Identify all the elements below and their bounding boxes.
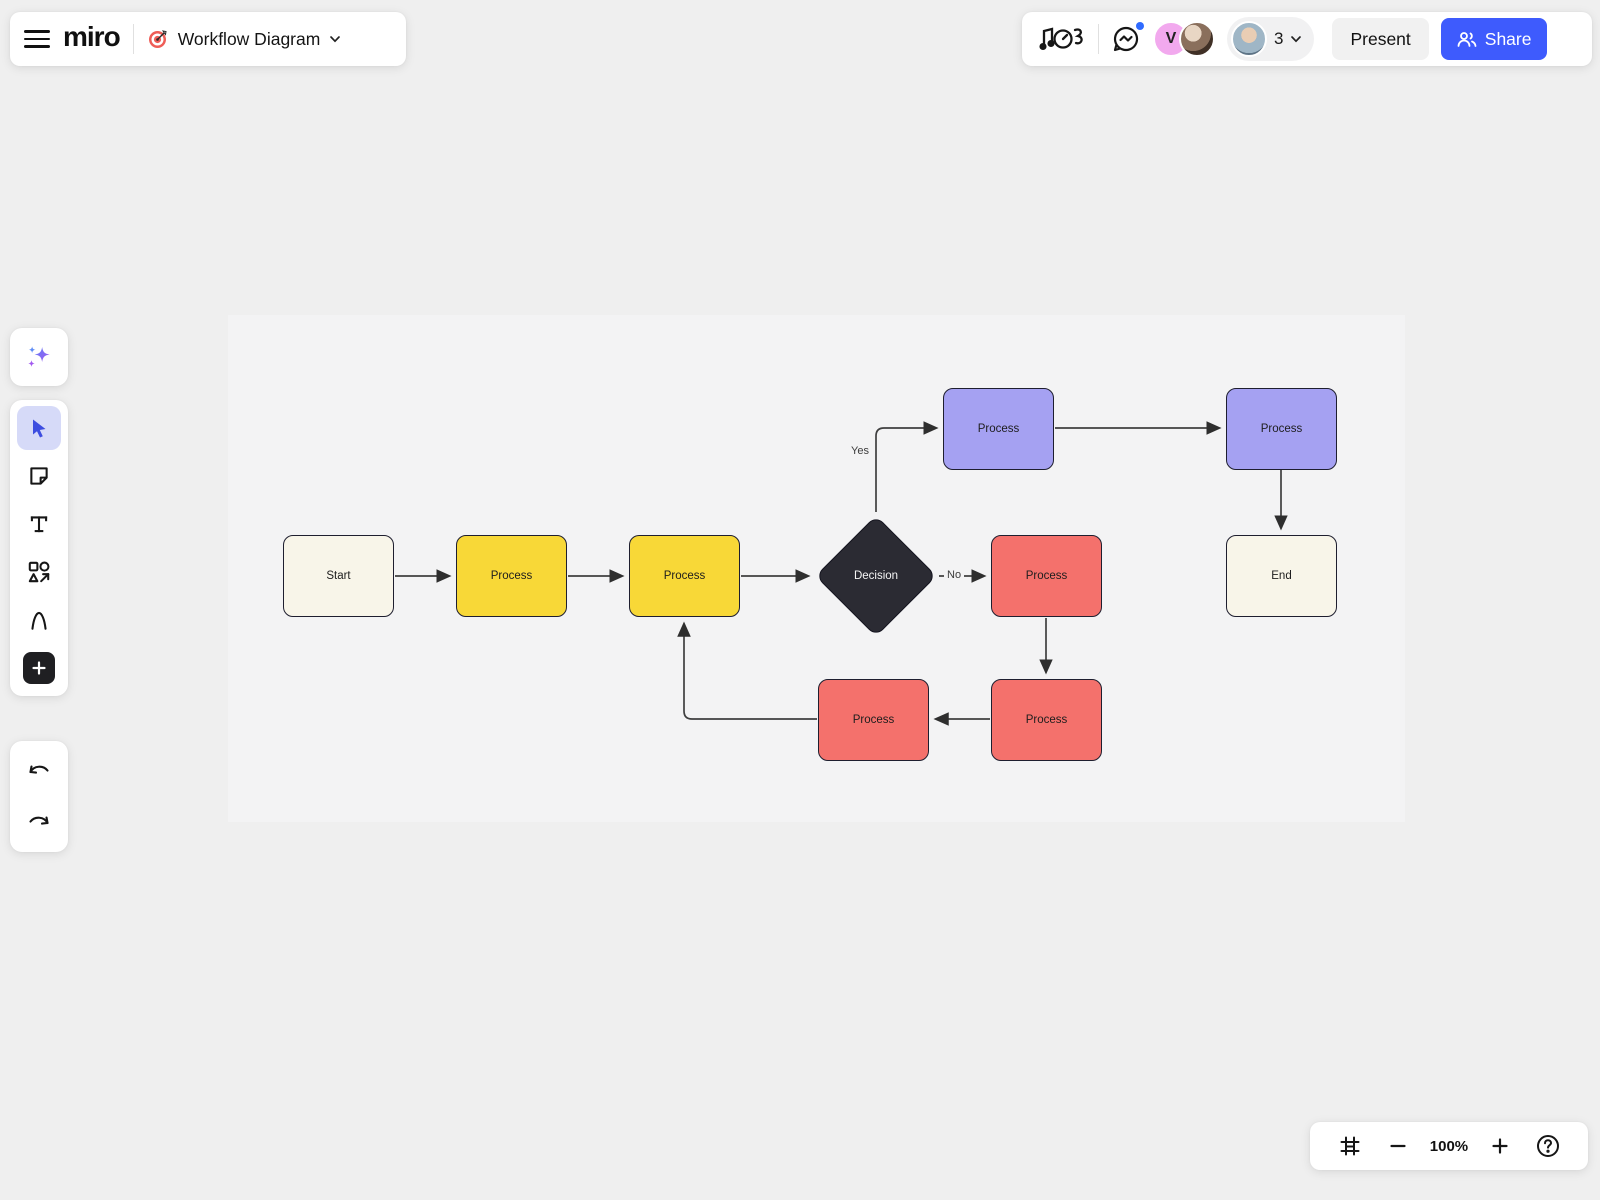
share-label: Share — [1484, 28, 1532, 49]
connector-red3-process2[interactable] — [677, 621, 817, 720]
connector-decision-yes[interactable] — [875, 421, 939, 512]
dartboard-icon — [148, 30, 167, 48]
sticky-note-tool[interactable] — [17, 454, 61, 498]
avatar-photo-2 — [1231, 21, 1267, 57]
flow-node-process-no-3[interactable]: Process — [818, 679, 929, 761]
main-toolbar — [10, 400, 68, 696]
shapes-tool[interactable] — [17, 550, 61, 594]
decision-label: Decision — [853, 570, 899, 582]
question-icon — [1537, 1135, 1560, 1157]
header-left-bar: miro Workflow Diagram — [10, 12, 406, 66]
board-frame[interactable] — [228, 315, 1405, 822]
cursor-icon — [33, 419, 46, 438]
sparkles-icon — [28, 346, 50, 367]
undo-button[interactable] — [17, 749, 61, 793]
shapes-icon — [28, 561, 50, 583]
flow-node-start[interactable]: Start — [283, 535, 394, 617]
divider — [1098, 24, 1099, 54]
sticky-note-icon — [30, 467, 48, 485]
board-title-button[interactable]: Workflow Diagram — [147, 28, 342, 50]
flow-node-process-no-2[interactable]: Process — [991, 679, 1102, 761]
flow-node-process-1[interactable]: Process — [456, 535, 567, 617]
collaborators-dropdown[interactable]: 3 — [1227, 17, 1315, 61]
chevron-down-icon — [330, 36, 341, 43]
plus-icon — [1492, 1138, 1508, 1154]
main-menu-button[interactable] — [24, 26, 50, 52]
present-button[interactable]: Present — [1332, 18, 1429, 60]
frame-icon — [1340, 1136, 1360, 1156]
header-right-bar: V 3 Present Share — [1022, 12, 1592, 66]
collaborator-count: 3 — [1274, 29, 1284, 48]
minus-icon — [1390, 1144, 1406, 1148]
add-tool-button[interactable] — [23, 652, 55, 684]
text-tool[interactable] — [17, 502, 61, 546]
help-button[interactable] — [1531, 1129, 1565, 1163]
frames-button[interactable] — [1333, 1129, 1367, 1163]
zoom-level[interactable]: 100% — [1429, 1137, 1469, 1155]
zoom-out-button[interactable] — [1381, 1129, 1415, 1163]
chevron-down-icon — [1291, 36, 1302, 43]
undo-icon — [29, 765, 49, 774]
flow-node-process-yes-2[interactable]: Process — [1226, 388, 1337, 470]
people-icon — [1457, 32, 1477, 47]
flow-node-process-no-1[interactable]: Process — [991, 535, 1102, 617]
redo-icon — [29, 816, 49, 825]
notification-dot — [1136, 22, 1144, 30]
history-toolbar — [10, 741, 68, 852]
miro-logo[interactable]: miro — [63, 21, 121, 52]
engagement-tools-icon[interactable] — [1038, 22, 1086, 56]
board-title: Workflow Diagram — [177, 28, 321, 49]
text-icon — [30, 516, 48, 533]
select-tool[interactable] — [17, 406, 61, 450]
flow-node-decision[interactable]: Decision — [815, 515, 937, 637]
chat-icon[interactable] — [1111, 22, 1144, 54]
flow-node-process-2[interactable]: Process — [629, 535, 740, 617]
pen-tool[interactable] — [17, 598, 61, 642]
ai-tools-card — [10, 328, 68, 386]
zoom-in-button[interactable] — [1483, 1129, 1517, 1163]
flow-node-process-yes-1[interactable]: Process — [943, 388, 1054, 470]
plus-icon — [32, 661, 46, 675]
ai-assist-button[interactable] — [17, 335, 61, 379]
canvas-controls-bar: 100% — [1310, 1122, 1588, 1170]
pen-icon — [31, 611, 47, 630]
share-button[interactable]: Share — [1440, 18, 1548, 60]
avatar-photo-1[interactable] — [1179, 21, 1215, 57]
redo-button[interactable] — [17, 800, 61, 844]
flow-node-end[interactable]: End — [1226, 535, 1337, 617]
edge-label-yes: Yes — [848, 444, 872, 459]
divider — [132, 24, 134, 54]
edge-label-no: No — [944, 568, 965, 583]
